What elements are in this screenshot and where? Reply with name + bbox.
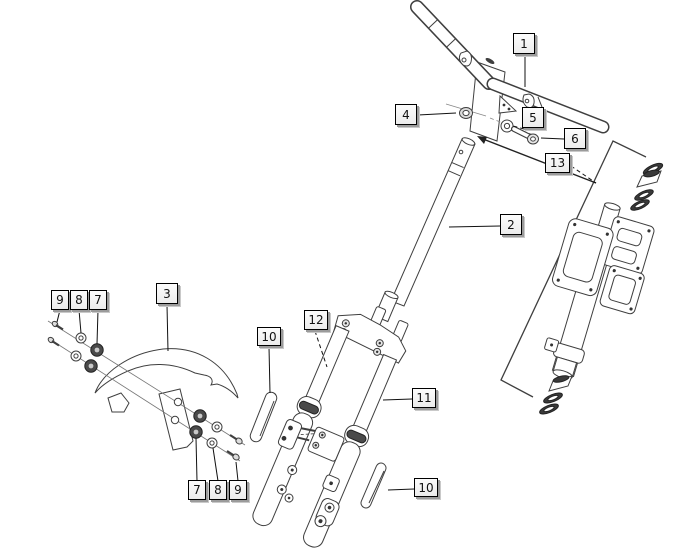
callout-label: 2 (507, 217, 515, 232)
callout-label: 13 (549, 156, 566, 170)
fender-fasteners (47, 320, 243, 461)
callout-13-stem-assembly[interactable]: 13 (545, 153, 570, 173)
callout-label: 12 (308, 313, 324, 327)
washer-part-5 (500, 119, 514, 133)
callout-9-bottom[interactable]: 9 (229, 480, 247, 500)
callout-11-right-fork-tube[interactable]: 11 (412, 388, 436, 408)
callout-5-washer[interactable]: 5 (522, 107, 544, 128)
lower-bearing-stack (539, 375, 573, 415)
fork-assembly (252, 290, 409, 548)
handlebar (410, 0, 610, 142)
callout-label: 10 (418, 480, 434, 495)
callout-label: 6 (571, 131, 579, 146)
callout-label: 5 (529, 110, 537, 125)
fender-stay-holes (170, 397, 183, 425)
callout-8-bottom[interactable]: 8 (209, 480, 227, 500)
callout-label: 4 (402, 107, 410, 122)
callout-7-bottom[interactable]: 7 (188, 480, 206, 500)
callout-6-bolt[interactable]: 6 (564, 128, 586, 149)
upper-bearing-stack (630, 162, 664, 211)
callout-2-column-tube[interactable]: 2 (500, 214, 522, 235)
assembly-direction-arrow (477, 136, 597, 184)
headset-fasteners (445, 103, 539, 145)
steering-stem-assembly (544, 202, 655, 380)
callout-label: 8 (75, 293, 83, 307)
callout-label: 10 (261, 329, 277, 344)
callout-10-right-pin[interactable]: 10 (414, 478, 438, 497)
callout-1-handlebar[interactable]: 1 (513, 33, 535, 54)
callout-label: 7 (193, 483, 201, 497)
callout-4-nut[interactable]: 4 (395, 104, 417, 125)
callout-label: 9 (234, 483, 242, 497)
bolt-part-6 (511, 126, 539, 145)
callout-7-top[interactable]: 7 (89, 290, 107, 310)
callout-10-left-pin[interactable]: 10 (257, 327, 281, 346)
steering-column-tube (390, 137, 476, 307)
callout-8-top[interactable]: 8 (70, 290, 88, 310)
leader-lines (56, 56, 597, 491)
callout-label: 1 (520, 36, 528, 51)
callout-label: 3 (163, 286, 171, 301)
pin-left (249, 391, 278, 443)
callout-label: 9 (56, 293, 64, 307)
region-13-border (500, 140, 647, 398)
callout-label: 7 (94, 293, 102, 307)
pin-right (360, 462, 387, 509)
callout-label: 11 (416, 391, 432, 405)
callout-9-top[interactable]: 9 (51, 290, 69, 310)
callout-3-fender[interactable]: 3 (156, 283, 178, 304)
callout-12-left-fork-tube[interactable]: 12 (304, 310, 328, 330)
nut-part-4 (459, 107, 473, 119)
callout-label: 8 (214, 483, 222, 497)
